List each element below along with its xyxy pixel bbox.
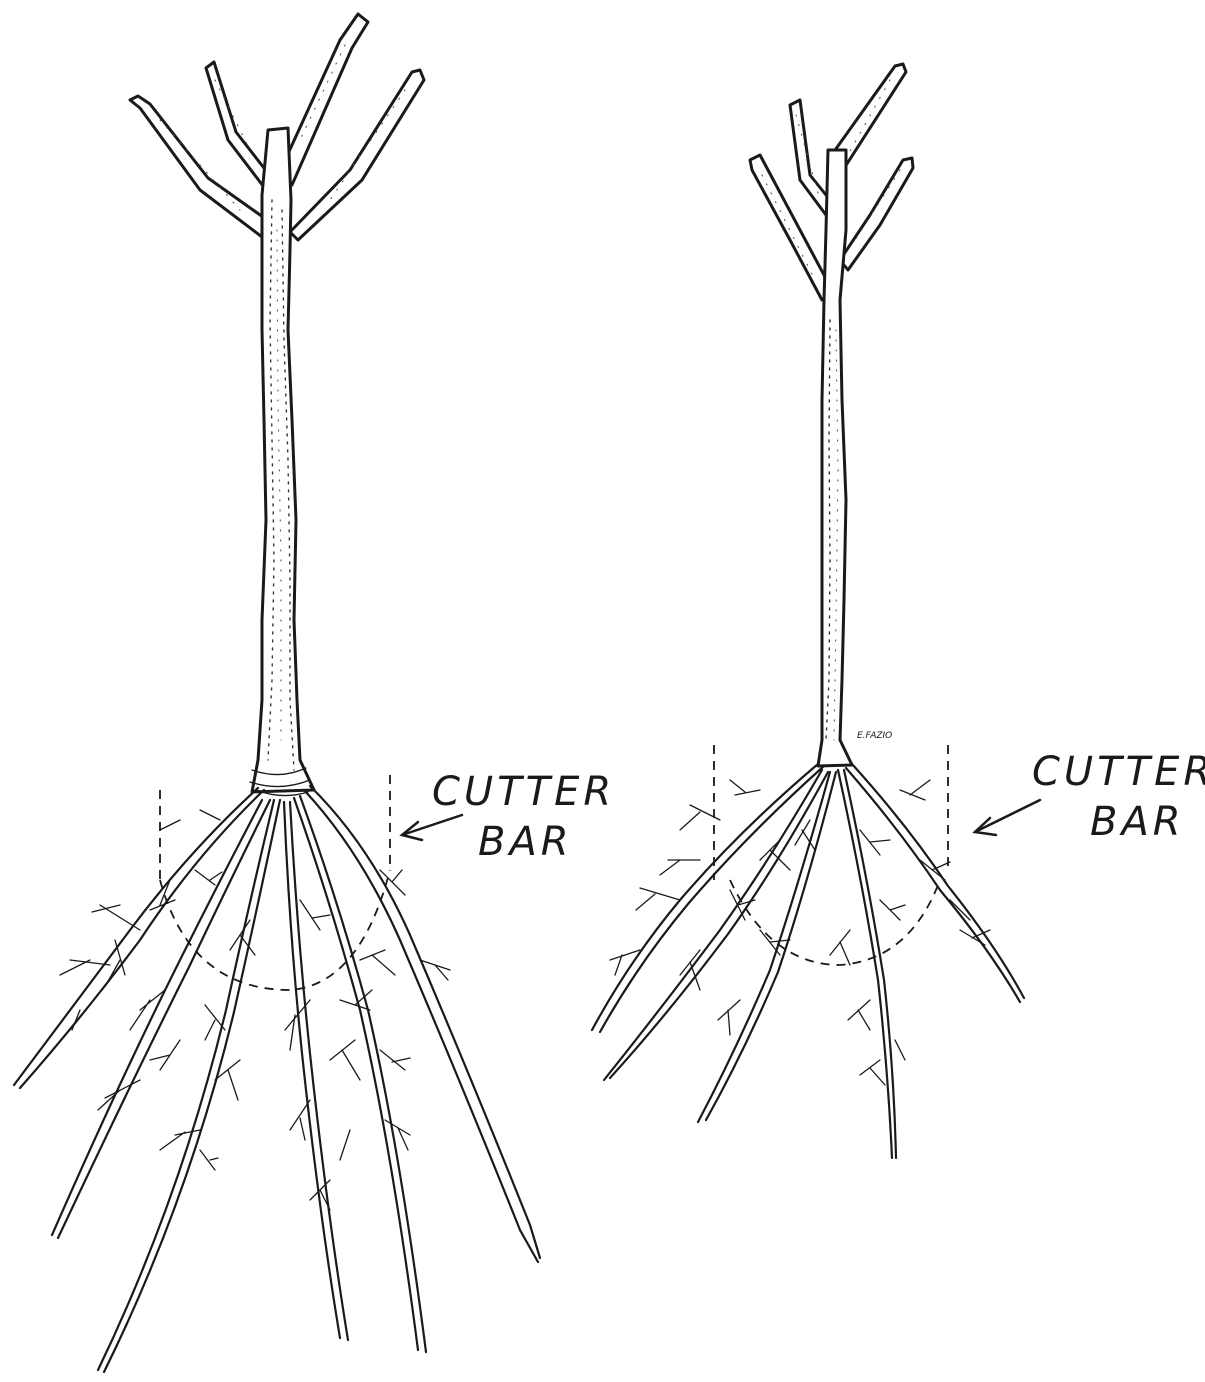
artist-signature: E.FAZIO: [857, 731, 892, 741]
left-label-bar: BAR: [478, 819, 573, 865]
right-cutter-bar-outline: [714, 745, 948, 965]
left-cutter-bar-arrow: [402, 815, 462, 840]
right-tree-trunk: [818, 150, 852, 766]
left-tree: CUTTER BAR: [14, 14, 615, 1372]
right-label-bar: BAR: [1090, 799, 1185, 845]
left-label-cutter: CUTTER: [432, 769, 615, 815]
right-cutter-bar-label: CUTTER BAR: [1032, 749, 1205, 845]
right-tree: E.FAZIO: [592, 64, 1205, 1158]
left-tree-roots: [14, 786, 540, 1372]
right-label-cutter: CUTTER: [1032, 749, 1205, 795]
right-cutter-bar-arrow: [975, 800, 1040, 835]
